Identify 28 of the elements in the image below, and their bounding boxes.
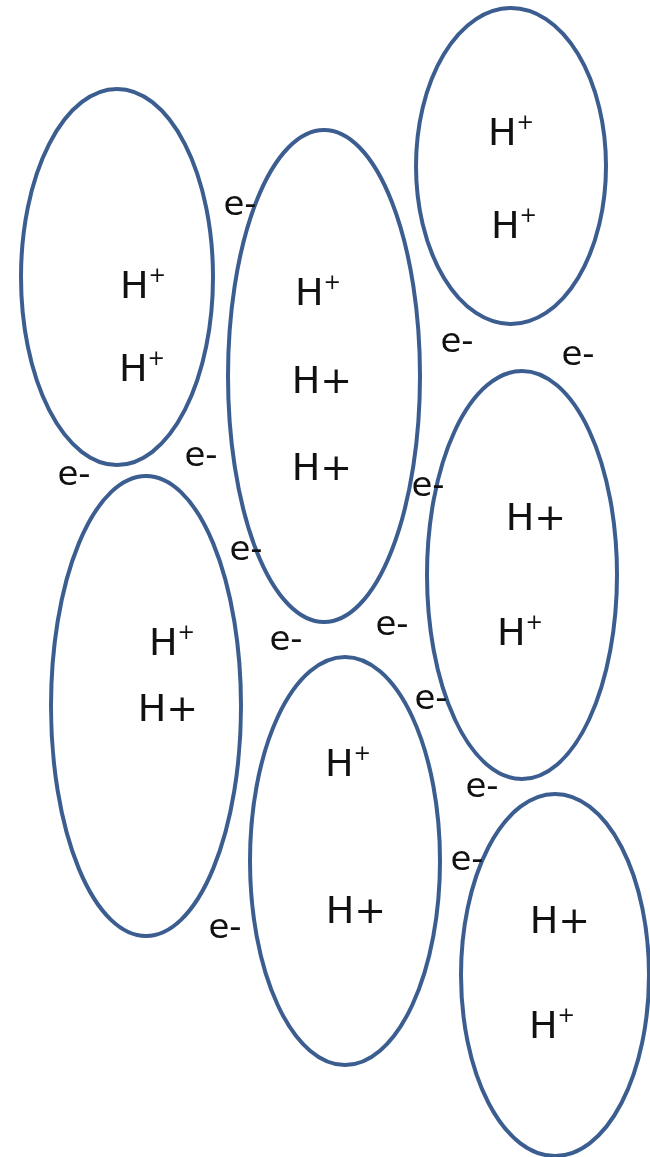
electron-label: e- — [450, 841, 484, 875]
ion-label: H+ — [291, 361, 353, 399]
ion-label: H$^{+}$ — [490, 206, 538, 244]
electron-label: e- — [561, 336, 595, 370]
oval-shape — [414, 6, 608, 326]
ion-label: H$^{+}$ — [487, 113, 535, 151]
electron-label: e- — [269, 621, 303, 655]
ion-label: H+ — [137, 689, 199, 727]
ion-label: H$^{+}$ — [496, 613, 544, 651]
ion-label: H$^{+}$ — [294, 273, 342, 311]
electron-label: e- — [184, 437, 218, 471]
oval-shape — [19, 87, 215, 467]
ion-label: H+ — [325, 891, 387, 929]
electron-label: e- — [414, 680, 448, 714]
electron-label: e- — [465, 768, 499, 802]
electron-label: e- — [57, 456, 91, 490]
electron-label: e- — [223, 186, 257, 220]
ion-label: H$^{+}$ — [119, 266, 167, 304]
ion-label: H+ — [291, 448, 353, 486]
ion-label: H+ — [505, 498, 567, 536]
electron-label: e- — [440, 323, 474, 357]
ion-label: H$^{+}$ — [118, 349, 166, 387]
electron-label: e- — [208, 909, 242, 943]
ion-label: H+ — [529, 901, 591, 939]
ion-label: H$^{+}$ — [148, 623, 196, 661]
ion-label: H$^{+}$ — [324, 744, 372, 782]
ion-label: H$^{+}$ — [528, 1006, 576, 1044]
electron-label: e- — [375, 606, 409, 640]
